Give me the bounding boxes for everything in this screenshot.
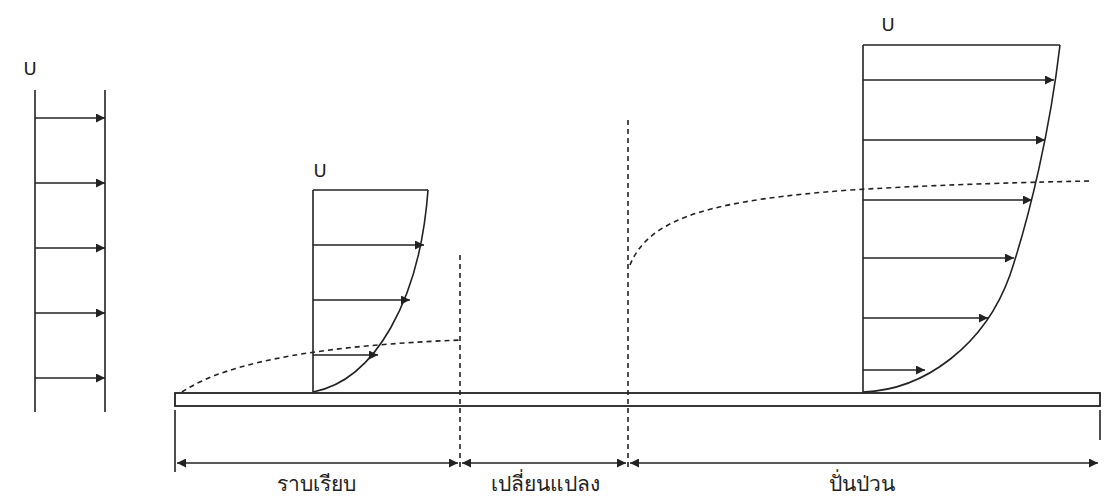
region-label: เปลี่ยนแปลง (491, 472, 600, 497)
velocity-symbol: U (881, 14, 894, 36)
region-label: ราบเรียบ (277, 472, 356, 497)
velocity-symbol: U (23, 58, 36, 80)
velocity-symbol: U (313, 160, 326, 182)
region-label: ปั่นป่วน (829, 472, 895, 497)
